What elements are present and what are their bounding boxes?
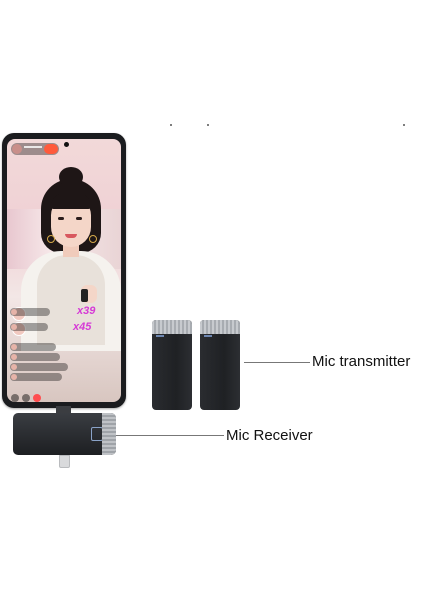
usb-plug <box>59 455 70 468</box>
stray-dot <box>170 124 172 126</box>
chat-message <box>10 343 56 351</box>
transmitter-label: Mic transmitter <box>312 353 411 370</box>
receiver-leader-line <box>116 435 224 436</box>
host-name-bar <box>24 146 42 148</box>
earring <box>47 235 55 243</box>
host-badge <box>11 143 59 155</box>
gift-count-2: x45 <box>73 321 92 333</box>
earring <box>89 235 97 243</box>
receiver-metal-cap <box>102 413 116 455</box>
chat-message <box>10 373 62 381</box>
chat-message <box>10 353 60 361</box>
receiver-label: Mic Receiver <box>226 427 313 444</box>
eye <box>76 217 82 220</box>
live-toolbar <box>11 389 117 402</box>
transmitter-metal-cap <box>200 320 240 334</box>
gift-icon <box>33 394 41 402</box>
hair-bun <box>59 167 83 187</box>
mic-transmitter-left <box>152 320 192 410</box>
phone-screen-livestream: x39 x45 <box>7 139 121 402</box>
clip-mic-icon <box>81 289 88 302</box>
transmitter-indicator <box>204 335 212 337</box>
bangs <box>51 193 91 209</box>
follow-button <box>44 144 58 154</box>
smartphone: x39 x45 <box>2 133 126 408</box>
transmitter-leader-line <box>244 362 310 363</box>
chat-icon <box>11 394 19 402</box>
host-avatar <box>12 144 22 154</box>
mic-receiver <box>13 413 116 455</box>
stray-dot <box>207 124 209 126</box>
share-icon <box>22 394 30 402</box>
receiver-connector <box>56 406 71 414</box>
transmitter-indicator <box>156 335 164 337</box>
stray-dot <box>403 124 405 126</box>
gift-count-1: x39 <box>77 305 96 317</box>
transmitter-metal-cap <box>152 320 192 334</box>
mic-transmitter-right <box>200 320 240 410</box>
gift-message <box>10 323 48 331</box>
mouth <box>65 234 77 238</box>
chat-message <box>10 363 68 371</box>
eye <box>58 217 64 220</box>
front-camera <box>64 142 69 147</box>
gift-message <box>10 308 50 316</box>
